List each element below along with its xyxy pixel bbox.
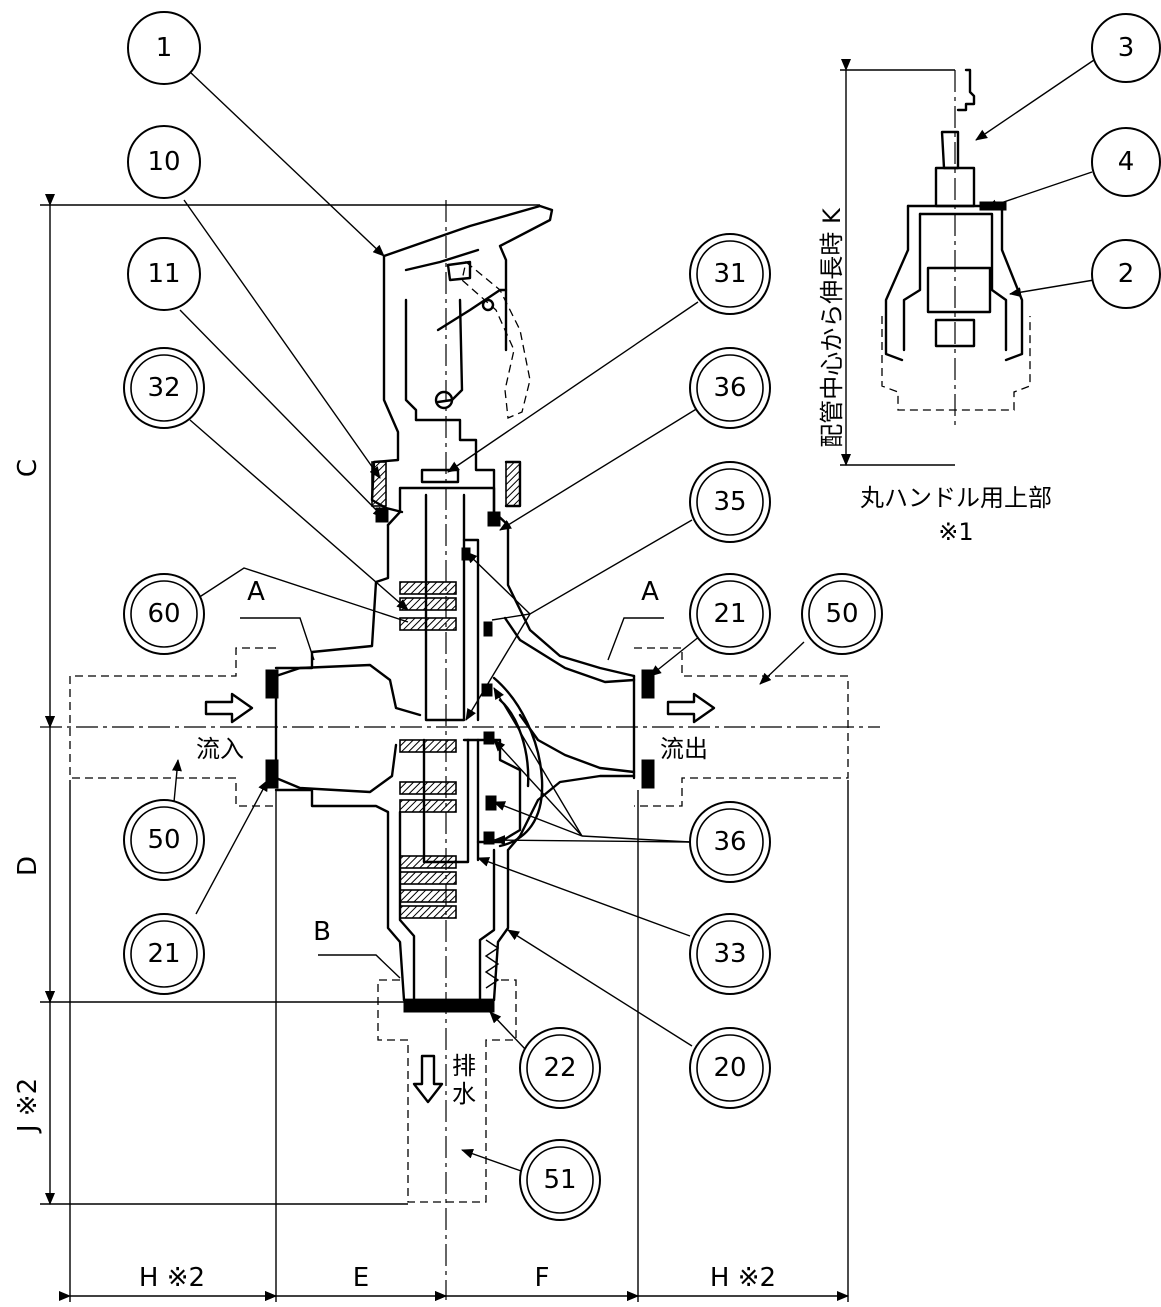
svg-text:35: 35 bbox=[713, 487, 746, 517]
svg-text:50: 50 bbox=[147, 825, 180, 855]
flow-indicators: 流入 流出 排 水 bbox=[196, 692, 716, 1108]
inflow-label: 流入 bbox=[196, 735, 244, 763]
leader-lines bbox=[171, 59, 1095, 1173]
balloon-11: 11 bbox=[127, 237, 201, 311]
balloon-21-left: 21 bbox=[123, 913, 205, 995]
dim-h-right: H ※2 bbox=[710, 1263, 776, 1293]
balloon-35: 35 bbox=[689, 461, 771, 543]
section-mark-a-right: A bbox=[641, 577, 659, 607]
inset-title: 丸ハンドル用上部 bbox=[860, 484, 1052, 512]
svg-text:36: 36 bbox=[713, 827, 746, 857]
svg-text:11: 11 bbox=[147, 259, 180, 289]
balloons: 1 10 11 32 60 50 21 31 36 35 21 50 36 33… bbox=[123, 11, 1161, 1221]
balloon-2: 2 bbox=[1091, 239, 1161, 309]
balloon-36-top: 36 bbox=[689, 347, 771, 429]
dimension-lines bbox=[40, 194, 849, 1302]
svg-text:31: 31 bbox=[713, 259, 746, 289]
outflow-label: 流出 bbox=[660, 735, 708, 763]
svg-text:21: 21 bbox=[713, 599, 746, 629]
balloon-3: 3 bbox=[1091, 13, 1161, 83]
balloon-51: 51 bbox=[519, 1139, 601, 1221]
dim-d: D bbox=[13, 856, 43, 876]
svg-text:1: 1 bbox=[156, 33, 173, 63]
inset-k-label: 配管中心から伸長時 K bbox=[818, 207, 846, 448]
svg-text:33: 33 bbox=[713, 939, 746, 969]
svg-text:21: 21 bbox=[147, 939, 180, 969]
svg-text:36: 36 bbox=[713, 373, 746, 403]
dim-j: J ※2 bbox=[13, 1078, 43, 1134]
section-marks: A A B bbox=[240, 577, 664, 979]
svg-text:51: 51 bbox=[543, 1165, 576, 1195]
dim-e: E bbox=[353, 1263, 369, 1293]
balloon-36-bottom: 36 bbox=[689, 801, 771, 883]
balloon-22: 22 bbox=[519, 1027, 601, 1109]
svg-text:22: 22 bbox=[543, 1053, 576, 1083]
svg-text:4: 4 bbox=[1118, 147, 1135, 177]
dim-c: C bbox=[13, 459, 43, 477]
balloon-1: 1 bbox=[127, 11, 201, 85]
section-mark-a-left: A bbox=[247, 577, 265, 607]
svg-text:3: 3 bbox=[1118, 33, 1135, 63]
outflow-arrow-icon bbox=[666, 692, 716, 724]
svg-text:10: 10 bbox=[147, 147, 180, 177]
svg-text:2: 2 bbox=[1118, 259, 1135, 289]
drain-arrow-icon bbox=[412, 1054, 444, 1104]
balloon-20: 20 bbox=[689, 1027, 771, 1109]
balloon-32: 32 bbox=[123, 347, 205, 429]
dimension-labels: C D J ※2 H ※2 E F H ※2 bbox=[13, 459, 776, 1293]
balloon-10: 10 bbox=[127, 125, 201, 199]
svg-text:60: 60 bbox=[147, 599, 180, 629]
round-handle-inset: 配管中心から伸長時 K 丸ハンドル用上部 ※1 bbox=[818, 59, 1052, 546]
balloon-21-right: 21 bbox=[689, 573, 771, 655]
balloon-50-right: 50 bbox=[801, 573, 883, 655]
balloon-4: 4 bbox=[1091, 127, 1161, 197]
svg-text:50: 50 bbox=[825, 599, 858, 629]
section-mark-b: B bbox=[313, 917, 331, 947]
inset-note: ※1 bbox=[938, 518, 973, 546]
drain-label-1: 排 bbox=[452, 1052, 476, 1080]
balloon-50-left: 50 bbox=[123, 799, 205, 881]
dim-f: F bbox=[535, 1263, 550, 1293]
dim-h-left: H ※2 bbox=[139, 1263, 205, 1293]
svg-text:32: 32 bbox=[147, 373, 180, 403]
balloon-60: 60 bbox=[123, 573, 205, 655]
inflow-arrow-icon bbox=[204, 692, 254, 724]
svg-text:20: 20 bbox=[713, 1053, 746, 1083]
balloon-31: 31 bbox=[689, 233, 771, 315]
valve-body bbox=[265, 486, 655, 1013]
balloon-33: 33 bbox=[689, 913, 771, 995]
drain-label-2: 水 bbox=[452, 1080, 476, 1108]
lever-handle bbox=[370, 204, 554, 527]
valve-stem bbox=[399, 493, 544, 919]
